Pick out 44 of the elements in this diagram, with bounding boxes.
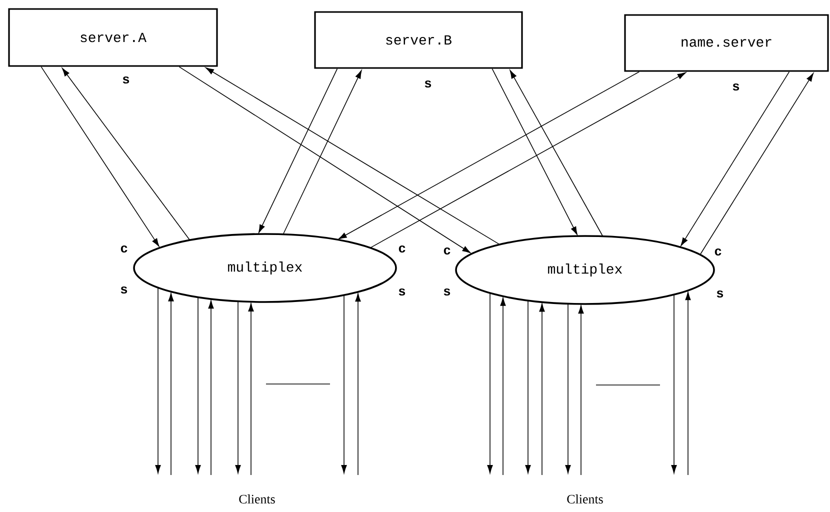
arrow: [40, 66, 160, 247]
arrow: [338, 71, 640, 240]
arrow: [539, 303, 545, 476]
arrow: [685, 292, 691, 476]
arrow: [680, 71, 790, 246]
port-letter: s: [122, 76, 130, 84]
arrow: [500, 298, 506, 476]
server-box: name.server: [624, 14, 829, 72]
arrow: [565, 303, 571, 474]
arrow: [62, 68, 190, 241]
arrow: [487, 292, 493, 474]
arrow: [208, 300, 214, 476]
arrow: [168, 293, 174, 476]
port-letter: c: [398, 245, 406, 253]
arrow: [492, 68, 578, 235]
port-letter: s: [398, 288, 406, 296]
arrow: [355, 293, 361, 476]
arrow: [178, 66, 471, 254]
arrow: [258, 68, 338, 233]
clients-label: Clients: [567, 494, 603, 504]
server-box: server.A: [8, 8, 218, 67]
arrow: [578, 305, 584, 476]
server-box: server.B: [314, 11, 523, 69]
port-letter: c: [444, 247, 450, 255]
arrow: [671, 294, 677, 474]
port-letter: s: [424, 80, 432, 88]
arrow: [370, 72, 686, 248]
port-letter: c: [714, 248, 722, 256]
arrow: [195, 296, 201, 474]
port-letter: s: [716, 290, 724, 298]
port-letter: s: [444, 288, 450, 296]
arrow: [341, 294, 347, 474]
arrow: [282, 70, 362, 236]
arrow: [525, 300, 531, 474]
port-letter: s: [732, 83, 740, 91]
arrow: [248, 303, 254, 476]
port-letter: c: [120, 245, 128, 253]
port-letter: s: [120, 286, 128, 294]
clients-label: Clients: [239, 494, 275, 504]
arrow: [510, 70, 604, 238]
arrow: [700, 73, 814, 256]
arrow: [155, 286, 161, 474]
arrow: [206, 67, 500, 246]
arrow: [235, 300, 241, 474]
